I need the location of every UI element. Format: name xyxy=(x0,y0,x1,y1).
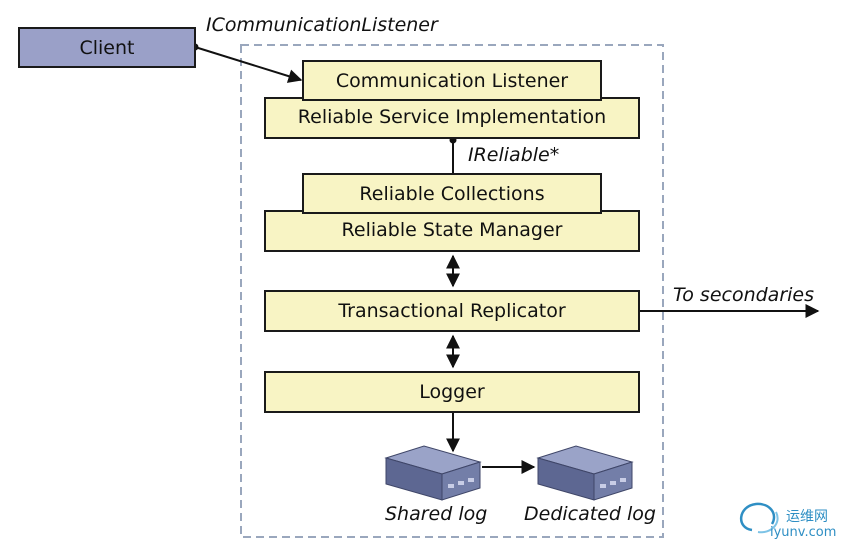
client-to-listener-arrow xyxy=(194,46,303,83)
shared-log-label: Shared log xyxy=(385,503,488,525)
dedicated-log-disk-icon xyxy=(536,445,634,501)
ireliable-label: IReliable* xyxy=(468,144,560,166)
transactional-replicator-box: Transactional Replicator xyxy=(264,290,640,332)
client-label: Client xyxy=(79,36,135,59)
reliable-service-implementation-label: Reliable Service Implementation xyxy=(297,106,607,128)
shared-log-disk-icon xyxy=(384,445,482,501)
watermark-logo-icon xyxy=(740,502,779,534)
communication-listener-label: Communication Listener xyxy=(335,69,569,92)
reliable-collections-label: Reliable Collections xyxy=(359,182,545,205)
communication-listener-box: Communication Listener xyxy=(302,60,602,101)
watermark-cn-text: 运维网 xyxy=(786,509,828,525)
reliable-state-manager-label: Reliable State Manager xyxy=(341,219,563,241)
icommunication-listener-label: ICommunicationListener xyxy=(206,14,438,36)
service-boundary xyxy=(240,44,664,538)
reliable-service-implementation-box: Reliable Service Implementation xyxy=(264,97,640,139)
logger-label: Logger xyxy=(419,381,485,403)
client-box: Client xyxy=(18,27,196,68)
to-secondaries-label: To secondaries xyxy=(673,284,815,306)
logger-box: Logger xyxy=(264,371,640,413)
dedicated-log-label: Dedicated log xyxy=(524,503,656,525)
watermark-url-text: iyunv.com xyxy=(770,525,837,540)
reliable-state-manager-box: Reliable State Manager xyxy=(264,210,640,252)
transactional-replicator-label: Transactional Replicator xyxy=(338,300,566,322)
reliable-collections-box: Reliable Collections xyxy=(302,173,602,214)
